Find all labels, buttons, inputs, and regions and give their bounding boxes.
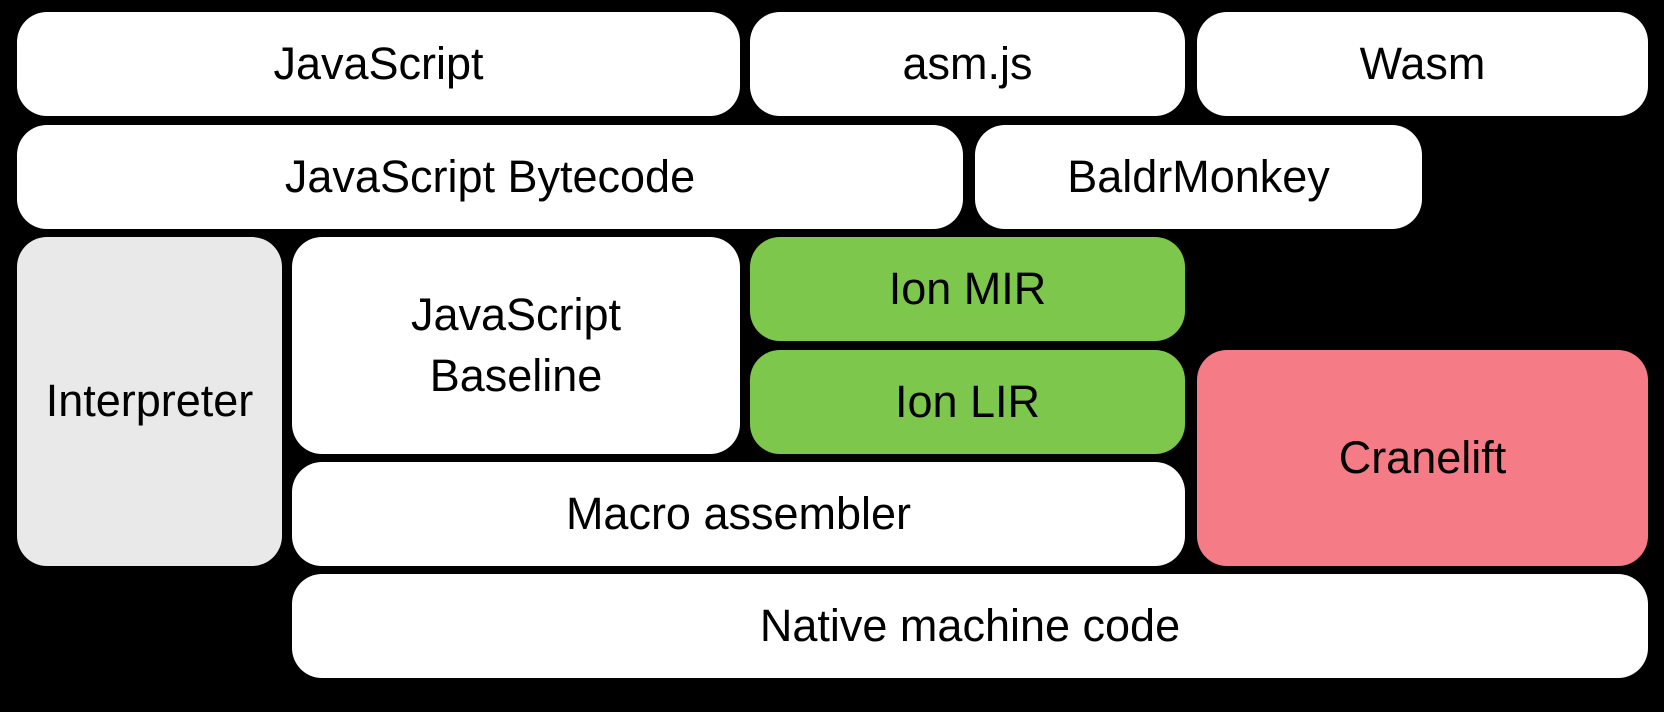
box-interpreter-label: Interpreter: [45, 375, 254, 427]
box-asmjs: asm.js: [750, 12, 1185, 116]
box-baldrmonkey-label: BaldrMonkey: [1067, 150, 1330, 202]
box-javascript-baseline: JavaScript Baseline: [292, 237, 740, 454]
box-asmjs-label: asm.js: [902, 37, 1033, 89]
box-javascript-bytecode: JavaScript Bytecode: [17, 125, 963, 229]
box-native-machine-code-label: Native machine code: [759, 599, 1181, 651]
box-javascript: JavaScript: [17, 12, 740, 116]
box-interpreter: Interpreter: [17, 237, 282, 566]
box-baldrmonkey: BaldrMonkey: [975, 125, 1422, 229]
box-ion-lir: Ion LIR: [750, 350, 1185, 454]
box-ion-lir-label: Ion LIR: [894, 375, 1041, 427]
box-cranelift: Cranelift: [1197, 350, 1648, 566]
box-javascript-bytecode-label: JavaScript Bytecode: [284, 150, 696, 202]
box-native-machine-code: Native machine code: [292, 574, 1648, 678]
box-wasm-label: Wasm: [1359, 37, 1486, 89]
box-cranelift-label: Cranelift: [1338, 431, 1507, 483]
box-macro-assembler-label: Macro assembler: [565, 487, 912, 539]
box-ion-mir: Ion MIR: [750, 237, 1185, 341]
box-macro-assembler: Macro assembler: [292, 462, 1185, 566]
box-javascript-label: JavaScript: [273, 37, 484, 89]
box-ion-mir-label: Ion MIR: [888, 262, 1047, 314]
box-wasm: Wasm: [1197, 12, 1648, 116]
box-javascript-baseline-label: JavaScript Baseline: [410, 288, 622, 401]
